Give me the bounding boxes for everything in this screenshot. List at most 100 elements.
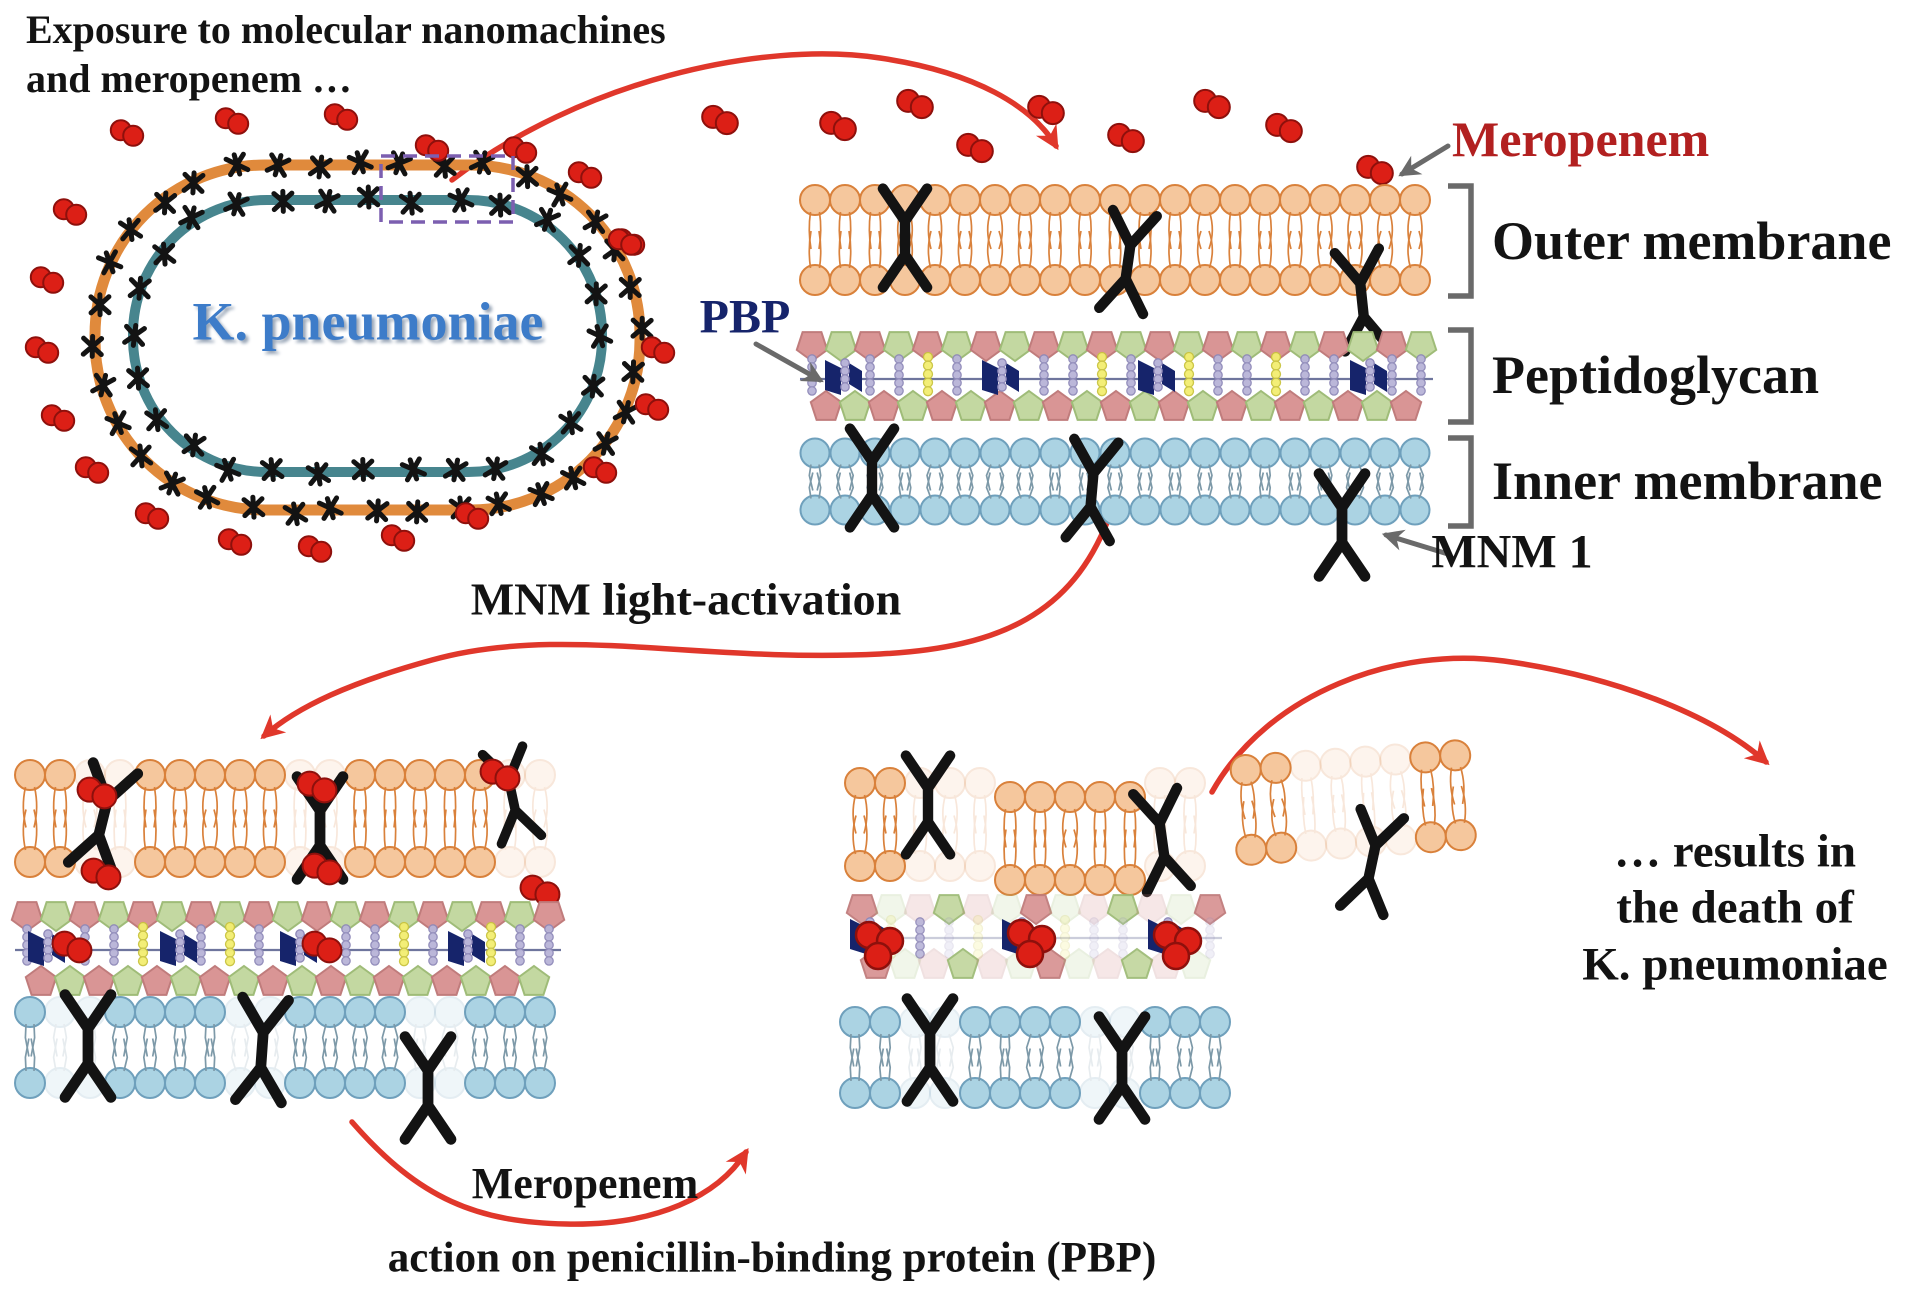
meropenem-icon	[1265, 112, 1303, 144]
mnm-mark-icon	[482, 456, 509, 482]
mnm-icon	[59, 989, 117, 1103]
mnm-icon	[1334, 803, 1410, 921]
outer-membrane-layer	[799, 184, 1431, 296]
mnm-mark-icon	[223, 191, 250, 217]
mnm-mark-icon	[612, 399, 640, 425]
mnm-mark-icon	[271, 188, 295, 214]
peptidoglycan-layer	[10, 901, 566, 996]
mnm-mark-icon	[122, 322, 147, 348]
result-caption-line1: … results in	[1613, 825, 1856, 878]
result-caption-line2: the death of	[1616, 881, 1854, 934]
meropenem-action-caption-line1: Meropenem	[471, 1158, 699, 1208]
meropenem-icon	[519, 874, 561, 908]
outer-membrane-label: Outer membrane	[1492, 211, 1892, 271]
mnm-mark-icon	[546, 181, 574, 208]
mnm-mark-icon	[241, 494, 266, 520]
meropenem-icon	[214, 107, 250, 135]
meropenem-icon	[52, 198, 88, 226]
peptidoglycan-row	[10, 901, 566, 933]
mnm-mark-icon	[618, 274, 642, 300]
mnm-icon	[1313, 468, 1371, 582]
mnm-mark-icon	[88, 292, 112, 318]
mnm-mark-icon	[316, 495, 344, 521]
meropenem-cluster-icon	[854, 920, 905, 971]
membrane-panel-activated	[10, 741, 566, 1145]
meropenem-icon	[1027, 94, 1065, 126]
mnm-icon	[1093, 1011, 1151, 1125]
pbp-icon	[1350, 358, 1387, 395]
meropenem-icon	[74, 456, 110, 484]
mnm-mark-icon	[405, 499, 430, 525]
meropenem-icon	[454, 502, 490, 530]
pbp-icon	[160, 929, 197, 966]
pbp-icon	[982, 358, 1019, 395]
arrow-exposure	[449, 51, 1059, 183]
mnm1-callout-arrow	[1381, 529, 1451, 557]
meropenem-label: Meropenem	[1452, 111, 1710, 167]
mnm-mark-icon	[95, 249, 124, 276]
meropenem-icon	[51, 930, 93, 964]
mnm-mark-icon	[558, 410, 584, 436]
pbp-icon	[448, 929, 485, 966]
meropenem-icon	[634, 393, 670, 421]
mnm-mark-icon	[117, 217, 144, 242]
mnm-icon	[900, 750, 956, 860]
mnm-icon	[901, 993, 959, 1107]
mnm-mark-icon	[153, 190, 178, 216]
mnm-icon	[1060, 433, 1124, 547]
mnm-icon	[1128, 782, 1196, 898]
mnm-icon	[1094, 204, 1162, 320]
mnm-mark-icon	[181, 432, 207, 458]
meropenem-icon	[701, 104, 739, 136]
meropenem-icon	[29, 266, 65, 294]
mnm-mark-icon	[126, 365, 150, 391]
mnm-mark-icon	[127, 275, 152, 301]
mnm-mark-icon	[314, 188, 341, 214]
figure-title-line2: and meropenem …	[26, 55, 352, 101]
mnm-mark-icon	[356, 184, 381, 210]
mnm-mark-icon	[621, 359, 645, 385]
pbp-callout-arrow	[753, 341, 824, 383]
mnm-mark-icon	[307, 154, 333, 180]
mnm-mark-icon	[214, 456, 242, 483]
mnm-mark-icon	[181, 170, 206, 196]
mnm-mark-icon	[528, 441, 555, 467]
meropenem-icon	[134, 502, 170, 530]
meropenem-icon	[40, 404, 76, 432]
peptidoglycan-row	[795, 331, 1438, 363]
mnm-mark-icon	[223, 151, 251, 178]
membrane-panel-initial	[701, 88, 1438, 582]
arrow-activation	[260, 517, 1111, 740]
peptidoglycan-row	[24, 964, 551, 996]
mnm-mark-icon	[584, 281, 608, 307]
mnm-mark-icon	[305, 461, 332, 487]
arrow-meropenem-action	[349, 1119, 749, 1227]
mnm-mark-icon	[399, 456, 427, 483]
mnm-mark-icon	[580, 373, 606, 399]
mnm-mark-icon	[128, 443, 154, 469]
mnm-mark-icon	[485, 491, 512, 517]
meropenem-action-caption-line2: action on penicillin-binding protein (PB…	[387, 1234, 1157, 1282]
meropenem-icon	[1193, 88, 1231, 120]
result-caption: … results in the death of K. pneumoniae	[1582, 823, 1888, 992]
meropenem-icon	[380, 524, 416, 552]
outer-membrane-fragment-lipids	[1229, 739, 1477, 866]
meropenem-icon	[956, 132, 994, 164]
mnm-mark-icon	[586, 323, 614, 349]
meropenem-icon	[296, 770, 338, 804]
bracket	[1448, 327, 1474, 425]
mnm-icon	[230, 991, 294, 1109]
meropenem-icon	[301, 852, 343, 886]
inner-membrane-label: Inner membrane	[1492, 451, 1883, 511]
bracket	[1448, 183, 1474, 299]
mnm-mark-icon	[178, 204, 205, 231]
meropenem-cluster-icon	[1006, 918, 1057, 969]
peptidoglycan-row	[845, 894, 1227, 926]
mnm-mark-icon	[158, 470, 186, 497]
arrow-result	[1209, 655, 1770, 795]
peptidoglycan-row	[809, 389, 1423, 421]
pbp-icon	[1138, 358, 1175, 395]
mnm-mark-icon	[104, 410, 132, 437]
